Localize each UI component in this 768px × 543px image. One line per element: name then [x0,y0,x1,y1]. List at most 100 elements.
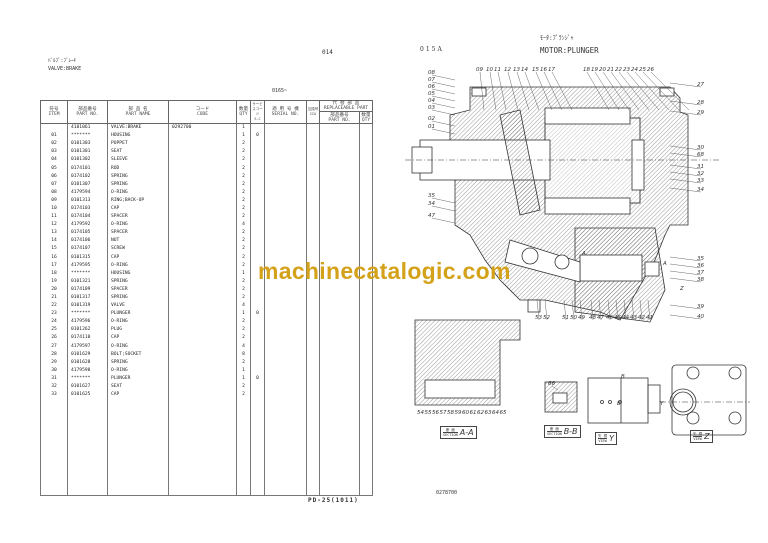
leader-line [431,81,456,88]
callout-label: 41 [646,315,653,321]
callout-label: B [617,401,621,407]
view-en: VIEW [598,438,608,443]
leader-line [431,88,456,95]
leader-line [497,71,507,111]
callout-label: Y [660,401,664,407]
callout-label: 05 [428,91,435,97]
callout-label: 11 [494,67,501,73]
cell-empty [358,123,374,133]
view-jp: 断 面 [549,427,559,431]
cell-empty [358,302,374,311]
leader-line [642,71,680,111]
leader-line [615,299,619,321]
cell-empty [358,229,374,238]
leader-line [571,299,575,321]
left-title-en: VALVE:BRAKE [48,66,82,72]
leader-line [669,164,702,170]
cell-empty [358,253,374,262]
cell-empty [358,342,374,351]
piston-lower [544,197,631,215]
callout-label: 36 [697,263,704,269]
leader-line [524,71,540,111]
callout-label: 22 [615,67,622,73]
callout-label: 58 [447,410,454,416]
cell-empty [358,261,374,270]
leader-line [507,71,519,111]
callout-label: 60 [462,410,469,416]
piston-upper [544,107,631,125]
leader-line [431,128,456,135]
view-z-drawing [671,364,747,436]
right-title-en: MOTOR:PLUNGER [540,46,599,55]
leader-line [489,71,497,111]
cell-empty [358,148,374,157]
callout-label: 09 [476,67,483,73]
leader-line [535,71,553,111]
callout-label: 56 [432,410,439,416]
cell-empty [358,172,374,181]
pin-1 [521,247,539,265]
callout-label: 07 [428,77,435,83]
watermark: machinecatalogic.com [258,258,511,284]
leader-line [669,82,702,88]
leader-line [590,299,594,321]
callout-label: 62 [477,410,484,416]
leader-line [634,71,670,111]
callout-label: Z [679,286,684,292]
callout-label: 38 [697,277,704,283]
right-title-jp: ﾓｰﾀ:ﾌﾟﾗﾝｼﾞｬ [540,35,574,42]
cell-empty [358,269,374,278]
callout-label: 19 [591,67,598,73]
view-jp: 矢 視 [598,434,608,438]
cell-empty [358,188,374,197]
callout-label: 08 [428,70,435,76]
leader-line [431,217,456,224]
callout-label: 01 [428,124,435,130]
callout-label: 35 [428,193,435,199]
callout-label: 40 [697,314,704,320]
leader-line [650,71,690,111]
leader-line [544,299,548,321]
cell-empty [358,293,374,303]
callout-label: 18 [583,67,590,73]
serial-range: 0165~ [272,88,288,94]
callout-label: 37 [697,270,704,276]
callout-label: 28 [697,100,704,106]
cell-empty [358,132,374,141]
leader-line [618,71,650,111]
callout-label: 30 [697,145,704,151]
leader-line [669,277,702,283]
leader-line [626,71,660,111]
leader-line [631,299,635,321]
leader-line [610,71,640,111]
cell-empty [358,213,374,222]
cell-empty [358,196,374,205]
leader-line [579,299,583,321]
callout-label: 02 [428,116,435,122]
callout-label: 63 [485,410,492,416]
